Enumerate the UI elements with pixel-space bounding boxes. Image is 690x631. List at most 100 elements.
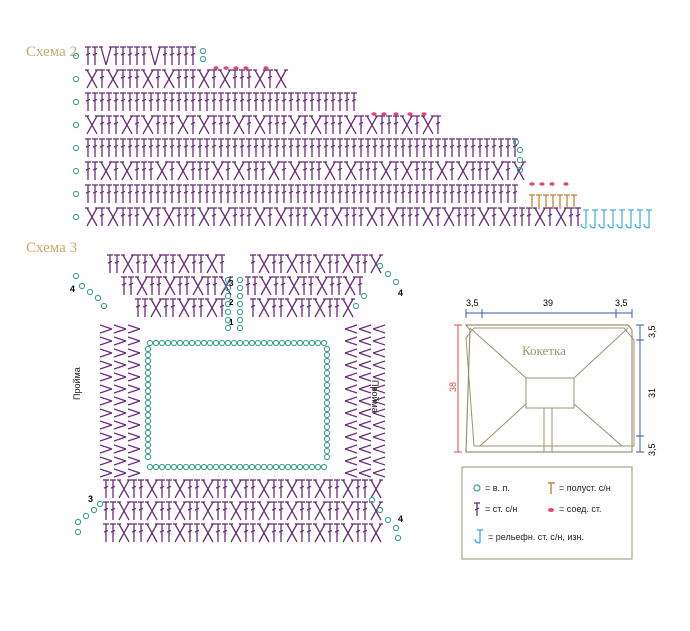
- crossed-stitch: [141, 115, 155, 135]
- crossed-stitch: [205, 298, 219, 318]
- dc-stitch: [273, 276, 279, 295]
- chain-stitch: [224, 316, 232, 324]
- chain-stitch: [272, 463, 280, 471]
- side-stitch: [372, 336, 386, 346]
- dc-stitch: [246, 69, 252, 88]
- crossed-stitch: [491, 161, 505, 181]
- dc-stitch: [194, 479, 200, 498]
- dc-stitch: [99, 184, 105, 203]
- dc-stitch: [334, 254, 340, 273]
- chain-stitch: [323, 405, 331, 413]
- dc-stitch: [306, 523, 312, 542]
- dc-stitch: [120, 92, 126, 111]
- dc-stitch: [344, 184, 350, 203]
- crossed-stitch: [141, 207, 155, 227]
- dc-stitch: [218, 115, 224, 134]
- chain-stitch: [72, 190, 80, 198]
- dc-stitch: [526, 207, 532, 226]
- side-stitch: [113, 372, 127, 382]
- crossed-stitch: [341, 254, 355, 274]
- dc-stitch: [225, 161, 231, 180]
- dc-stitch: [302, 115, 308, 134]
- dc-stitch: [323, 115, 329, 134]
- chain-stitch: [176, 339, 184, 347]
- dc-stitch: [120, 46, 126, 65]
- side-stitch: [344, 432, 358, 442]
- dc-stitch: [306, 501, 312, 520]
- dc-stitch: [243, 501, 249, 520]
- dc-stitch: [183, 69, 189, 88]
- chain-stitch: [323, 447, 331, 455]
- dc-stitch: [218, 92, 224, 111]
- chain-stitch: [74, 518, 82, 526]
- dc-stitch: [306, 298, 312, 317]
- crossed-stitch: [369, 479, 383, 499]
- chain-stitch: [200, 463, 208, 471]
- crossed-stitch: [369, 523, 383, 543]
- chain-stitch: [236, 339, 244, 347]
- chain-stitch: [323, 345, 331, 353]
- dc-stitch: [309, 161, 315, 180]
- dc-stitch: [141, 46, 147, 65]
- dc-stitch: [134, 115, 140, 134]
- dc-stitch: [176, 92, 182, 111]
- chain-stitch: [248, 463, 256, 471]
- dc-stitch: [362, 501, 368, 520]
- relief-stitch: [616, 209, 625, 229]
- dc-stitch: [204, 92, 210, 111]
- chain-stitch: [146, 339, 154, 347]
- dc-stitch: [505, 161, 511, 180]
- dc-stitch: [362, 523, 368, 542]
- chain-stitch: [144, 435, 152, 443]
- dc-stitch: [204, 138, 210, 157]
- chain-stitch: [188, 463, 196, 471]
- crossed-stitch: [141, 69, 155, 89]
- chain-stitch: [144, 411, 152, 419]
- crossed-stitch: [287, 276, 301, 296]
- side-stitch: [99, 468, 113, 478]
- corner-number-top-left: 4: [70, 284, 76, 294]
- chain-stitch: [199, 47, 207, 55]
- dc-stitch: [407, 138, 413, 157]
- slip-stitch: [223, 66, 229, 70]
- dc-stitch: [166, 479, 172, 498]
- crossed-stitch: [257, 479, 271, 499]
- chain-stitch: [236, 276, 244, 284]
- crossed-stitch: [554, 207, 568, 227]
- dc-stitch: [365, 138, 371, 157]
- dc-stitch: [99, 92, 105, 111]
- crossed-stitch: [163, 276, 177, 296]
- side-stitch: [127, 324, 141, 334]
- dc-stitch: [393, 115, 399, 134]
- dc-stitch: [484, 161, 490, 180]
- crossed-stitch: [267, 161, 281, 181]
- dc-stitch: [148, 138, 154, 157]
- side-stitch: [372, 396, 386, 406]
- crossed-stitch: [512, 161, 526, 181]
- dc-stitch: [327, 254, 333, 273]
- dc-stitch: [246, 115, 252, 134]
- chain-stitch: [170, 463, 178, 471]
- dc-stitch: [344, 92, 350, 111]
- chain-stitch: [512, 138, 520, 146]
- dc-stitch: [92, 184, 98, 203]
- dc-stitch: [498, 184, 504, 203]
- chain-stitch: [144, 357, 152, 365]
- dc-stitch: [274, 184, 280, 203]
- crossed-stitch: [257, 501, 271, 521]
- chain-stitch: [236, 463, 244, 471]
- dc-stitch: [197, 184, 203, 203]
- chain-stitch: [144, 363, 152, 371]
- dc-stitch: [138, 523, 144, 542]
- crossed-stitch: [343, 276, 357, 296]
- dc-stitch: [246, 92, 252, 111]
- side-stitch: [127, 348, 141, 358]
- chain-stitch: [516, 146, 524, 154]
- dc-stitch: [274, 138, 280, 157]
- dc-stitch: [355, 523, 361, 542]
- side-stitch: [344, 348, 358, 358]
- dc-stitch: [309, 92, 315, 111]
- dc-stitch: [103, 479, 109, 498]
- crossed-stitch: [341, 523, 355, 543]
- dc-stitch: [505, 184, 511, 203]
